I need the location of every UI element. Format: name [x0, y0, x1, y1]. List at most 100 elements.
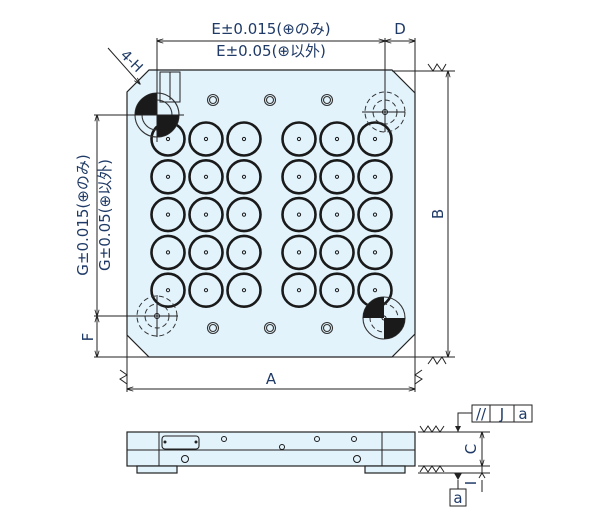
- bore-circle: [150, 196, 186, 233]
- bore-center-mark: [372, 250, 378, 255]
- bore-circle: [357, 196, 393, 233]
- bore-circle: [188, 159, 224, 195]
- surface-finish-side-top-icon: [419, 425, 445, 433]
- side-view: [126, 431, 416, 474]
- parallelism-symbol: //: [476, 405, 487, 423]
- small-ring-top: [263, 93, 277, 107]
- bore-circle: [150, 272, 186, 309]
- bore-center-mark: [241, 212, 247, 217]
- bore-circle: [357, 121, 393, 157]
- bore-center-mark: [296, 212, 302, 217]
- bore-center-mark: [334, 250, 340, 255]
- bore-circle: [281, 272, 317, 309]
- small-ring-bottom: [263, 321, 277, 335]
- dimension-A: A: [119, 334, 423, 392]
- bore-grid: [150, 121, 393, 309]
- bore-circle: [226, 196, 262, 233]
- dimension-I-label: I: [462, 481, 480, 485]
- dimension-D-label: D: [394, 20, 406, 38]
- bore-center-mark: [165, 250, 171, 255]
- dimension-G-tight-label: G±0.015(⊕のみ): [74, 154, 92, 275]
- bore-circle: [226, 272, 262, 309]
- bore-circle: [226, 159, 262, 195]
- tolerance-datum: a: [518, 405, 527, 423]
- dimension-C: C: [418, 425, 490, 473]
- bore-center-mark: [296, 288, 302, 293]
- bore-center-mark: [203, 250, 209, 255]
- bore-center-mark: [241, 174, 247, 179]
- dimension-A-label: A: [266, 370, 277, 388]
- bore-circle: [357, 159, 393, 195]
- bore-circle: [226, 121, 262, 157]
- bore-circle: [150, 234, 186, 271]
- bore-center-mark: [165, 212, 171, 217]
- surface-finish-left-icon: [119, 369, 128, 385]
- dimension-E: E±0.015(⊕のみ) E±0.05(⊕以外): [157, 20, 385, 115]
- bore-center-mark: [203, 174, 209, 179]
- surface-finish-side-bottom-icon: [419, 465, 445, 473]
- dimension-F: F: [79, 316, 149, 357]
- bore-center-mark: [165, 136, 171, 142]
- surface-finish-right-icon: [414, 369, 423, 385]
- bore-center-mark: [296, 136, 302, 142]
- bore-circle: [281, 234, 317, 271]
- surface-finish-top-icon: [427, 63, 447, 72]
- bore-circle: [319, 272, 355, 309]
- small-ring-group: [206, 93, 334, 335]
- bore-circle: [188, 272, 224, 309]
- dimension-D: D: [385, 20, 415, 93]
- small-ring-top: [320, 93, 334, 107]
- bore-center-mark: [241, 288, 247, 293]
- bore-center-mark: [372, 288, 378, 293]
- bore-center-mark: [165, 288, 171, 293]
- bore-center-mark: [296, 250, 302, 255]
- small-ring-top: [265, 95, 275, 105]
- surface-finish-bottom-icon: [427, 356, 447, 365]
- bore-center-mark: [334, 288, 340, 293]
- bore-center-mark: [165, 174, 171, 179]
- tolerance-value: J: [499, 405, 504, 423]
- bore-circle: [319, 159, 355, 195]
- bore-center-mark: [203, 136, 209, 142]
- bore-center-mark: [241, 250, 247, 255]
- bore-circle: [319, 121, 355, 157]
- bore-center-mark: [203, 212, 209, 217]
- dimension-E-tight-label: E±0.015(⊕のみ): [211, 20, 330, 38]
- small-ring-bottom: [208, 323, 218, 333]
- dimension-B: B: [392, 63, 455, 365]
- bore-circle: [281, 196, 317, 233]
- bore-circle: [319, 234, 355, 271]
- small-ring-top: [208, 95, 218, 105]
- bore-circle: [188, 121, 224, 157]
- dimension-B-label: B: [429, 209, 447, 219]
- dimension-E-loose-label: E±0.05(⊕以外): [216, 42, 326, 60]
- side-view-foot-left: [136, 465, 178, 474]
- bore-center-mark: [372, 174, 378, 179]
- parallelism-tolerance-frame: // J a: [455, 404, 533, 432]
- bore-circle: [281, 159, 317, 195]
- datum-circle-bottom-right: [362, 296, 406, 340]
- bore-circle: [188, 234, 224, 271]
- small-ring-top: [206, 93, 220, 107]
- dimension-G: G±0.015(⊕のみ) G±0.05(⊕以外): [74, 115, 157, 316]
- bore-center-mark: [334, 212, 340, 217]
- bore-circle: [188, 196, 224, 233]
- datum-a-box: a: [449, 473, 467, 507]
- holes-label: 4-H: [117, 47, 146, 76]
- small-ring-bottom: [320, 321, 334, 335]
- bore-center-mark: [241, 136, 247, 142]
- bore-center-mark: [372, 212, 378, 217]
- bore-circle: [281, 121, 317, 157]
- bore-circle: [357, 234, 393, 271]
- small-ring-bottom: [206, 321, 220, 335]
- dimension-F-label: F: [79, 333, 97, 342]
- small-ring-bottom: [322, 323, 332, 333]
- bore-center-mark: [372, 136, 378, 142]
- side-view-foot-right: [364, 465, 406, 474]
- datum-a-label: a: [453, 489, 462, 507]
- bore-circle: [319, 196, 355, 233]
- bore-center-mark: [334, 174, 340, 179]
- dimension-C-label: C: [462, 444, 480, 454]
- dimension-G-loose-label: G±0.05(⊕以外): [96, 159, 114, 271]
- bore-center-mark: [203, 288, 209, 293]
